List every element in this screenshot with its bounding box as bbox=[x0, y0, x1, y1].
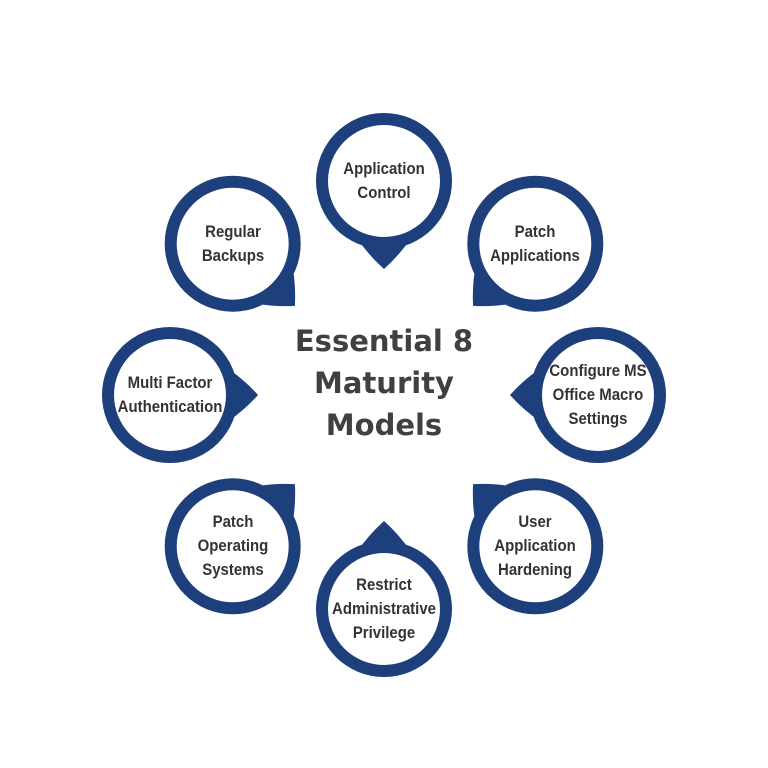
bubble-restrict-administrative-privilege bbox=[316, 521, 452, 677]
bubble-label-line: Settings bbox=[568, 409, 628, 428]
bubble-inner bbox=[176, 187, 289, 300]
center-title-line-3: Models bbox=[325, 408, 443, 442]
bubble-label-line: Application bbox=[494, 536, 577, 556]
bubble-label-line: Backups bbox=[201, 245, 264, 265]
center-title-line-1: Essential 8 bbox=[294, 324, 474, 358]
bubble-patch-applications bbox=[467, 175, 604, 312]
bubble-label-line: Operating bbox=[197, 536, 269, 556]
bubble-multi-factor-authentication bbox=[102, 327, 258, 463]
bubble-label-line: Configure MS bbox=[549, 361, 647, 380]
bubble-patch-operating-systems bbox=[164, 478, 301, 615]
bubble-application-control bbox=[316, 113, 452, 269]
center-title-line-2: Maturity bbox=[314, 366, 454, 400]
bubble-label-line: Authentication bbox=[117, 397, 223, 416]
bubble-inner bbox=[176, 490, 289, 603]
bubble-label-line: Office Macro bbox=[552, 385, 644, 404]
bubble-label-line: Regular bbox=[204, 221, 261, 241]
center-title: Essential 8 Maturity Models bbox=[234, 320, 534, 446]
bubble-user-application-hardening bbox=[467, 478, 604, 615]
bubble-inner bbox=[328, 125, 440, 237]
bubble-label-line: Administrative bbox=[332, 599, 436, 618]
bubble-regular-backups bbox=[164, 175, 301, 312]
bubble-inner bbox=[542, 339, 654, 451]
bubble-inner bbox=[328, 553, 440, 665]
bubble-label-line: Systems bbox=[201, 560, 264, 580]
bubble-inner bbox=[479, 490, 592, 603]
bubble-configure-ms-office-macro-settings bbox=[510, 327, 666, 463]
bubble-label-line: Hardening bbox=[498, 560, 573, 580]
bubble-label-line: Patch bbox=[212, 512, 254, 532]
bubble-label-line: Multi Factor bbox=[127, 373, 213, 392]
bubble-label-line: Application bbox=[343, 159, 425, 178]
bubble-inner bbox=[114, 339, 226, 451]
bubble-inner bbox=[479, 187, 592, 300]
bubble-label-line: Privilege bbox=[352, 623, 416, 642]
bubble-label-line: Patch bbox=[514, 221, 556, 241]
bubble-label-line: Applications bbox=[490, 245, 581, 265]
bubble-label-line: Restrict bbox=[356, 575, 412, 594]
bubble-label-line: Control bbox=[357, 183, 411, 202]
bubble-label-line: User bbox=[518, 512, 552, 532]
